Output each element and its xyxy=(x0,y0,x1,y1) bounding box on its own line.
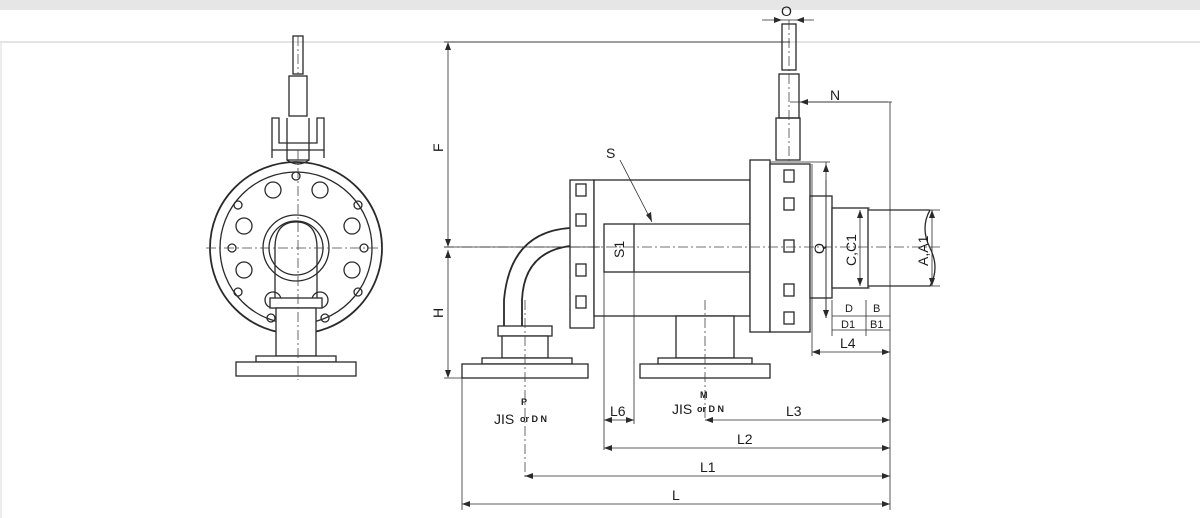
label-S: S xyxy=(606,145,615,161)
end-view-base-flange xyxy=(235,361,357,377)
label-S1: S1 xyxy=(611,241,627,258)
label-jis-right: JIS xyxy=(672,401,692,417)
label-L1: L1 xyxy=(700,459,716,475)
label-L6: L6 xyxy=(610,403,626,419)
end-view-bolt-holes xyxy=(227,171,369,323)
label-Q: Q xyxy=(811,243,827,254)
label-L4: L4 xyxy=(840,335,856,351)
label-O: O xyxy=(781,3,792,19)
end-view-elbow xyxy=(274,221,318,300)
side-view xyxy=(444,17,940,510)
label-jis-left: JIS xyxy=(494,411,514,427)
end-view-rod-mid xyxy=(288,75,308,117)
end-view-collar xyxy=(269,297,323,309)
side-view-bracket xyxy=(775,117,801,161)
side-view-elbow xyxy=(503,227,571,326)
side-view-front-flange xyxy=(749,159,771,333)
label-D1: D1 xyxy=(841,319,855,331)
label-jis-right-suffix: or D N xyxy=(697,404,724,414)
label-L3: L3 xyxy=(786,403,802,419)
label-L: L xyxy=(672,487,680,503)
label-P: P xyxy=(521,397,527,407)
label-N: N xyxy=(830,87,840,103)
end-view-pipe xyxy=(275,307,317,357)
label-M: M xyxy=(700,390,708,400)
label-B1: B1 xyxy=(870,319,883,331)
label-H: H xyxy=(430,308,446,318)
end-view-fork xyxy=(271,117,325,151)
label-jis-left-suffix: or D N xyxy=(520,414,547,424)
label-L2: L2 xyxy=(737,431,753,447)
label-F: F xyxy=(430,143,446,152)
top-window-bar xyxy=(0,0,1200,10)
side-view-rear-flange xyxy=(569,179,595,329)
side-view-housing xyxy=(593,179,751,317)
end-view xyxy=(206,35,386,380)
side-view-bolts xyxy=(575,169,795,325)
side-view-nozzle xyxy=(831,207,869,289)
label-C-C1: C,C1 xyxy=(843,234,859,266)
label-D: D xyxy=(845,303,853,315)
label-A-A1: A,A1 xyxy=(915,235,931,266)
label-B: B xyxy=(873,303,880,315)
left-divider xyxy=(0,43,2,518)
